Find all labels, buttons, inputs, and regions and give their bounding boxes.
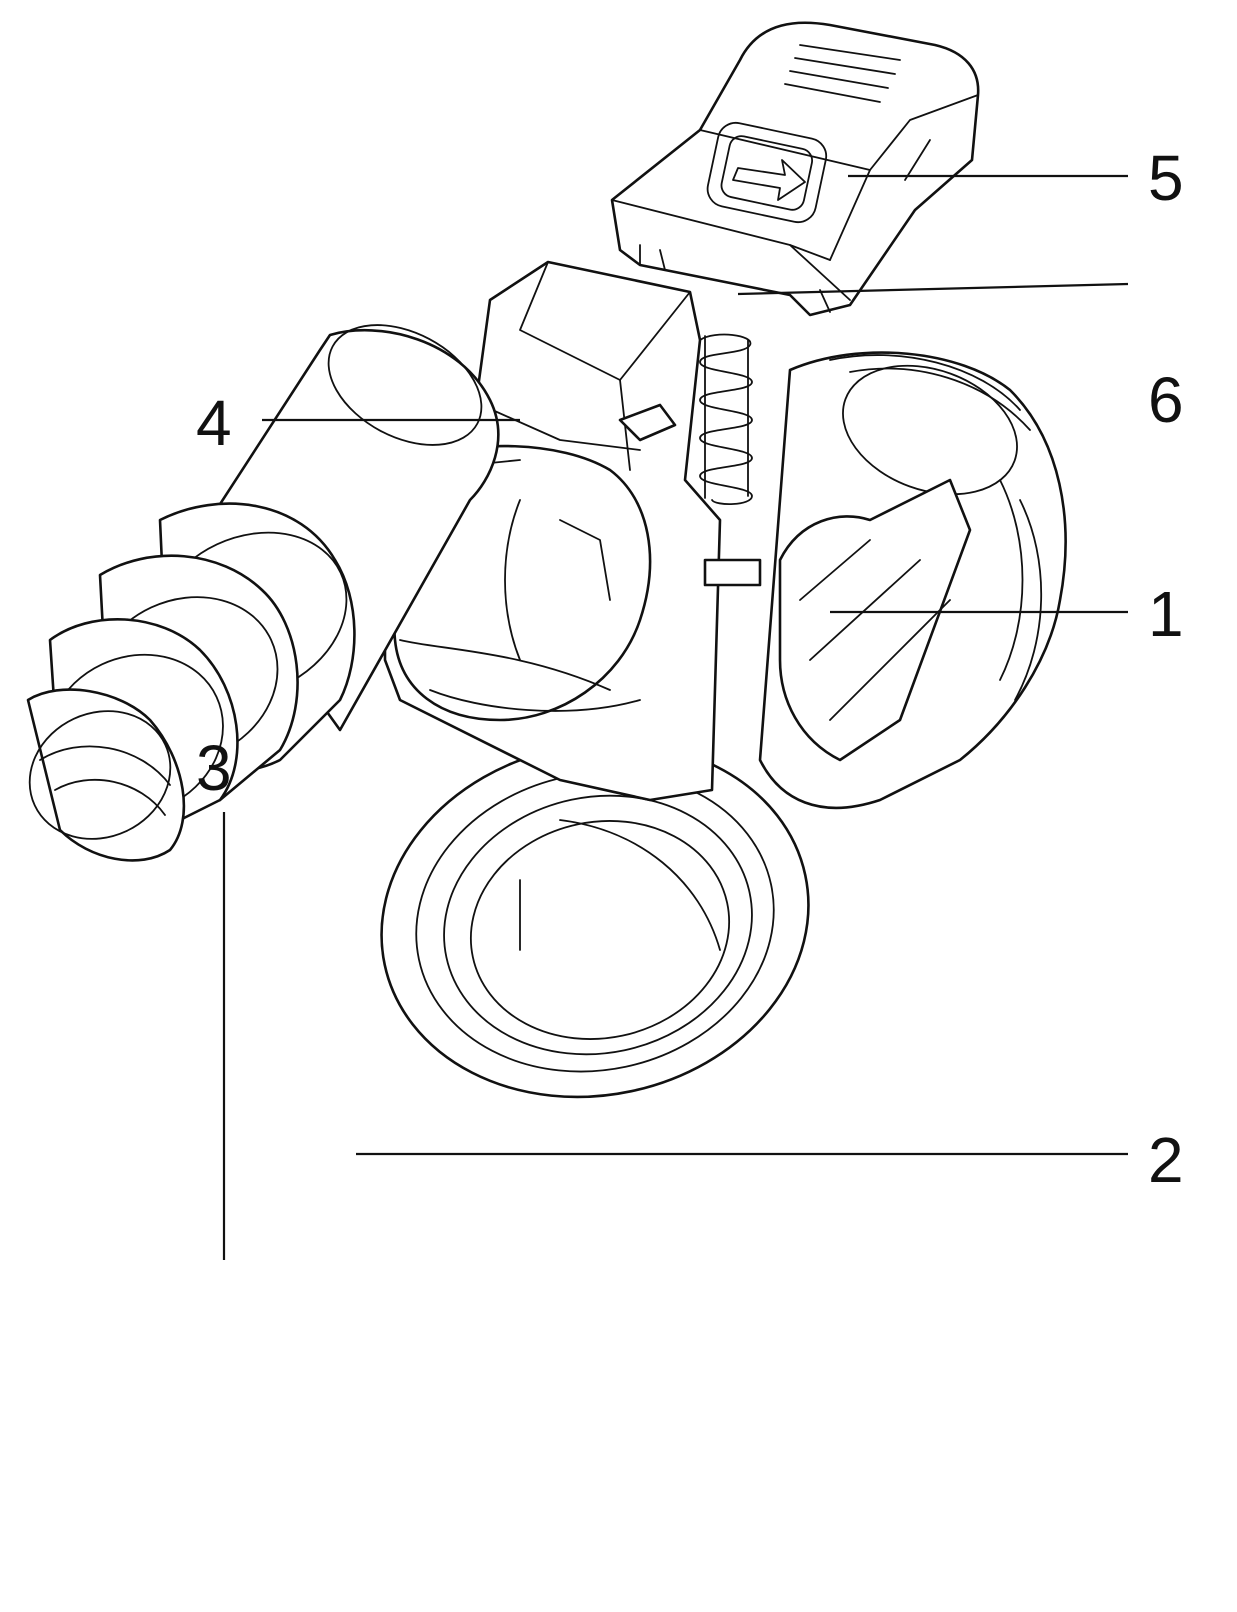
callout-label-tube: 2 — [1148, 1124, 1184, 1196]
callout-label-spring: 6 — [1148, 364, 1184, 436]
spring-part — [699, 333, 753, 505]
cap-part — [610, 21, 980, 317]
callout-label-lock-frame: 4 — [196, 387, 232, 459]
callout-label-cap: 5 — [1148, 142, 1184, 214]
leader-line-spring — [737, 282, 1129, 296]
threaded-fitting-part — [26, 502, 356, 862]
leader-lines — [222, 174, 1129, 1260]
callout-label-threaded-fitting: 3 — [196, 732, 232, 804]
callout-labels: 5 6 4 1 2 3 — [196, 142, 1184, 1196]
housing-part — [380, 351, 1067, 1099]
callout-label-housing: 1 — [1148, 578, 1184, 650]
